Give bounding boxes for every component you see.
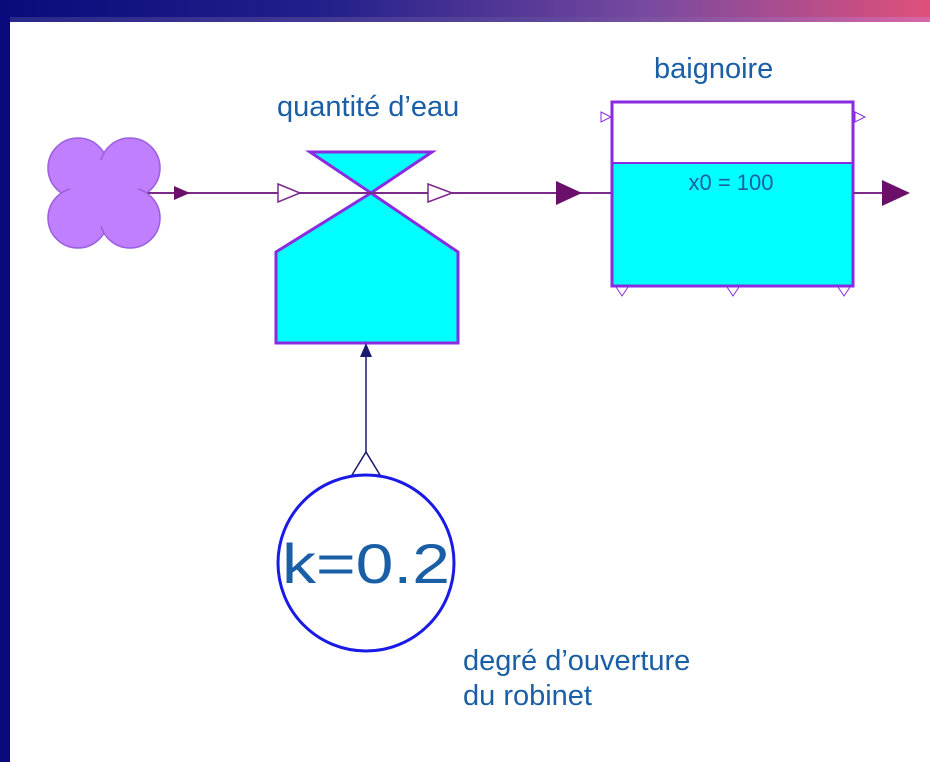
converter-value: k=0.2	[282, 532, 450, 595]
flow-name-label: quantité d’eau	[277, 91, 460, 123]
converter-label-line1: degré d’ouverture	[463, 645, 691, 677]
converter-label-line2: du robinet	[463, 679, 592, 712]
stock-corner-marker	[600, 111, 613, 123]
connector-arrow-head	[360, 343, 372, 357]
converter-circle[interactable]	[276, 473, 456, 653]
valve-input-arrow	[277, 182, 302, 204]
stock-corner-marker	[837, 286, 851, 297]
stock-initial-value: x0 = 100	[688, 170, 773, 195]
stock-corner-marker	[615, 286, 629, 297]
stock-corner-marker	[854, 111, 867, 123]
valve-icon[interactable]	[274, 150, 460, 345]
valve-output-arrow	[427, 182, 455, 204]
stock-corner-marker	[726, 286, 740, 297]
title-bar-accent	[0, 17, 930, 22]
stock-name-label: baignoire	[654, 53, 774, 85]
pipe-arrow-head	[174, 186, 190, 200]
window-left-border	[0, 0, 10, 762]
window-title-bar	[0, 0, 930, 22]
connector-tail-marker	[350, 450, 382, 476]
stock-input-arrow-head	[556, 181, 582, 205]
converter-label: degré d’ouverture du robinet	[463, 644, 690, 714]
stock-outflow-arrow-head	[882, 180, 910, 206]
cloud-icon[interactable]	[47, 137, 161, 249]
